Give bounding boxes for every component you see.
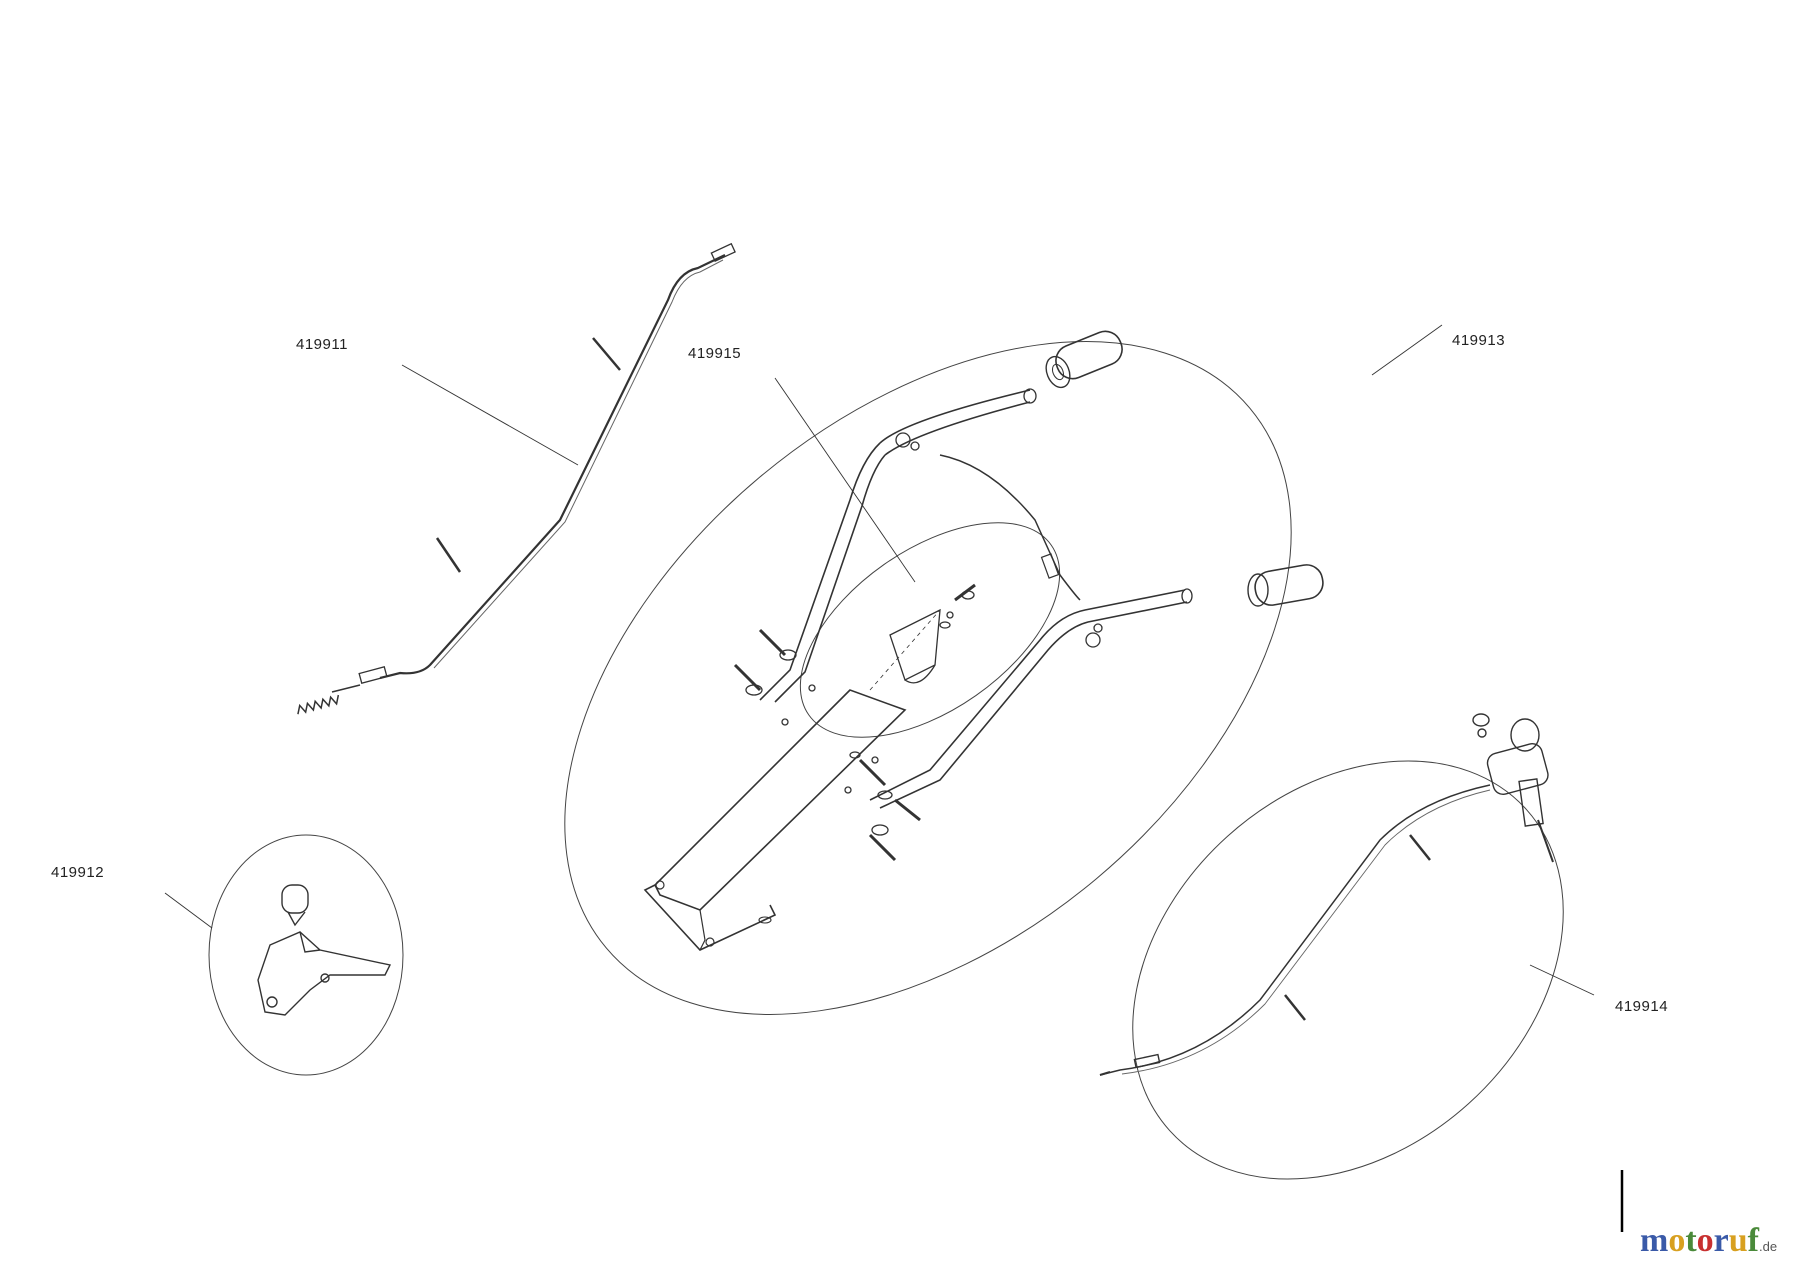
leader-419914: [1529, 964, 1595, 996]
callout-419915: 419915: [688, 345, 742, 362]
callout-419912: 419912: [51, 864, 105, 881]
leader-419915: [774, 377, 916, 583]
callout-419913: 419913: [1452, 332, 1506, 349]
leader-419911: [401, 364, 579, 466]
handlebar-frame-419913: [643, 330, 1324, 951]
group-ellipse-419912: [208, 834, 404, 1076]
watermark-logo: motoruf.de: [1640, 1222, 1778, 1259]
group-ellipse-419914: [1132, 760, 1564, 1180]
bracket-419915: [869, 583, 976, 691]
lever-419912: [257, 884, 392, 1016]
grip-lower: [1247, 564, 1324, 607]
callout-419911: 419911: [296, 336, 348, 353]
group-ellipse-419913: [564, 341, 1292, 1015]
throttle-419914: [1099, 713, 1554, 1076]
leader-419912: [164, 892, 213, 929]
leader-419913: [1371, 324, 1443, 376]
grip-upper: [1045, 330, 1123, 389]
control-cable-419911: [297, 242, 736, 715]
group-ellipse-419915: [799, 522, 1061, 738]
fasteners: [733, 432, 1103, 862]
callout-419914: 419914: [1615, 998, 1669, 1015]
